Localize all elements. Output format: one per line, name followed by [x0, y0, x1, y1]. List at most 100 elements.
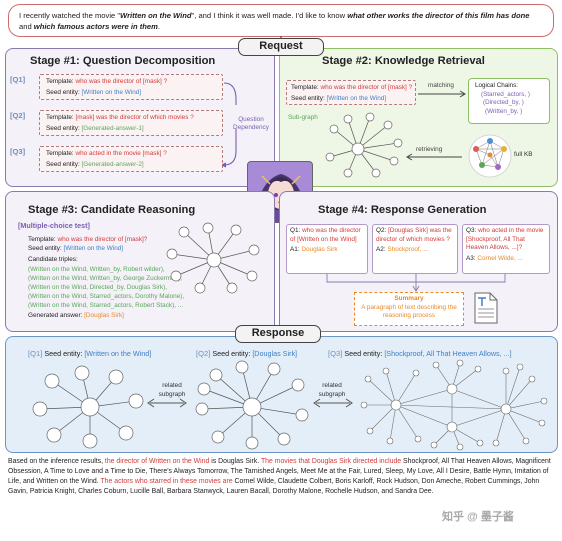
- query-subquestion-1: what other works the director of this fi…: [347, 11, 530, 20]
- answer-highlight: the director of Written on the Wind: [104, 458, 210, 465]
- stage1-q2-seed: [Generated-answer-1]: [81, 125, 144, 133]
- template-label: Template:: [46, 78, 76, 85]
- candidate-triple: (Written on the Wind, Starred_actors, Do…: [28, 293, 185, 301]
- generated-answer-label: Generated answer:: [28, 311, 85, 319]
- step-question: who acted in the movie [Shockproof, All …: [466, 227, 544, 252]
- step-question: [Douglas Sirk] was the director of which…: [376, 227, 452, 243]
- seed-label: Seed entity:: [210, 349, 253, 358]
- stage1-title: Stage #1: Question Decomposition: [30, 55, 216, 67]
- seed-label: Seed entity:: [28, 245, 64, 253]
- query-text-1: I recently watched the movie ": [19, 11, 121, 20]
- related-arrow-2-icon: [313, 398, 353, 408]
- subgraph-icon: [325, 112, 403, 178]
- stage2-seed: [Written on the Wind]: [326, 95, 387, 103]
- related-label: related: [322, 382, 342, 389]
- generated-answer: [Douglas Sirk]: [84, 311, 124, 319]
- stage2-panel: Stage #2: Knowledge Retrieval Template: …: [279, 48, 558, 187]
- stage1-q1-box: Template: who was the director of [mask]…: [39, 74, 223, 100]
- logical-chain-item: (Written_by, ): [485, 107, 523, 115]
- step-a-label: A1:: [290, 246, 302, 254]
- candidate-triple: (Written on the Wind, Starred_actors, Ro…: [28, 302, 184, 310]
- seed-label: Seed entity:: [46, 89, 82, 97]
- stage4-step-3: Q3: who acted in the movie [Shockproof, …: [462, 224, 550, 274]
- logical-chains-title: Logical Chains:: [475, 82, 519, 89]
- response-subgraph-1: [32, 365, 144, 449]
- step-q-label: Q1:: [290, 227, 303, 234]
- answer-highlight: The movies that Douglas Sirk directed in…: [260, 458, 402, 465]
- stage3-title: Stage #3: Candidate Reasoning: [28, 204, 196, 216]
- question-dependency-label: Question Dependency: [233, 116, 269, 131]
- step-a-label: A2:: [376, 246, 388, 254]
- step-q-label: Q2:: [376, 227, 389, 234]
- template-label: Template:: [291, 84, 321, 91]
- stage1-q1-tag: [Q1]: [10, 75, 26, 84]
- stage3-seed: [Written on the Wind]: [63, 245, 124, 253]
- logical-chains-box: Logical Chains: (Starred_actors, ) (Dire…: [468, 78, 550, 124]
- query-text-4: .: [157, 22, 160, 31]
- query-movie: Written on the Wind: [120, 11, 192, 20]
- seed-label: Seed entity:: [291, 95, 327, 103]
- seed-label: Seed entity:: [46, 161, 82, 169]
- document-icon: [474, 292, 498, 324]
- step-answer: Shockproof, ...: [387, 246, 429, 254]
- candidate-triples-label: Candidate triples:: [28, 256, 78, 264]
- request-label: Request: [238, 38, 324, 56]
- response-seed-q1: [Q1] Seed entity: [Written on the Wind]: [28, 349, 151, 358]
- response-seed-value: [Written on the Wind]: [84, 349, 152, 358]
- matching-arrow-icon: [418, 90, 466, 98]
- retrieving-label: retrieving: [416, 146, 443, 153]
- matching-label: matching: [428, 82, 454, 89]
- answer-text: Shockproof, All That Heaven Allows, Magn…: [8, 458, 551, 485]
- stage1-q1-seed: [Written on the Wind]: [81, 89, 142, 97]
- candidate-triple: (Written on the Wind, Written_by, Robert…: [28, 265, 165, 273]
- stage2-template: who was the director of [mask] ?: [320, 84, 413, 91]
- logical-chain-item: (Starred_actors, ): [481, 90, 530, 98]
- candidate-graph-icon: [166, 222, 260, 294]
- related-subgraph-label-2: related subgraph: [312, 381, 352, 399]
- multiple-choice-label: [Multiple-choice test]: [18, 221, 90, 230]
- summary-box: Summary A paragraph of text describing t…: [354, 292, 464, 326]
- subgraph-label: Sub-graph: [288, 114, 318, 121]
- answer-text: Cornel Wilde, Claudette Colbert, Boris K…: [8, 478, 540, 495]
- response-q-tag: [Q3]: [328, 349, 343, 358]
- response-subgraph-3: [360, 359, 548, 451]
- answer-highlight: The actors who starred in these movies a…: [100, 478, 233, 485]
- stage4-title: Stage #4: Response Generation: [318, 204, 487, 216]
- stage1-q3-template: who acted in the movie [mask] ?: [75, 150, 167, 157]
- summary-title: Summary: [394, 295, 424, 302]
- stage1-q3-box: Template: who acted in the movie [mask] …: [39, 146, 223, 172]
- response-seed-q3: [Q3] Seed entity: [Shockproof, All That …: [328, 349, 512, 358]
- query-text-2: ", and I think it was well made. I'd lik…: [191, 11, 348, 20]
- response-seed-value: [Douglas Sirk]: [252, 349, 298, 358]
- seed-label: Seed entity:: [42, 349, 85, 358]
- answer-text: is Douglas Sirk.: [209, 458, 261, 465]
- stage1-q2-tag: [Q2]: [10, 111, 26, 120]
- response-panel: [Q1] Seed entity: [Written on the Wind] …: [5, 336, 558, 453]
- stage4-panel: Stage #4: Response Generation Q1: who wa…: [279, 191, 558, 332]
- response-seed-value: [Shockproof, All That Heaven Allows, ...…: [384, 349, 512, 358]
- stage1-q2-box: Template: [mask] was the director of whi…: [39, 110, 223, 136]
- retrieving-arrow-icon: [406, 153, 462, 161]
- step-a-label: A3:: [466, 254, 478, 262]
- step-q-label: Q3:: [466, 227, 479, 234]
- related-label: related: [162, 382, 182, 389]
- response-q-tag: [Q2]: [196, 349, 211, 358]
- candidate-triple: (Written on the Wind, Directed_by, Dougl…: [28, 284, 167, 292]
- logical-chain-item: (Directed_by, ): [483, 99, 524, 107]
- stage1-q3-seed: [Generated-answer-2]: [81, 161, 144, 169]
- related-subgraph-label-1: related subgraph: [152, 381, 192, 399]
- query-text-3: and: [19, 22, 34, 31]
- response-seed-q2: [Q2] Seed entity: [Douglas Sirk]: [196, 349, 297, 358]
- step-answer: Douglas Sirk: [301, 246, 338, 254]
- step-question: who was the director of [Written on the …: [290, 227, 361, 243]
- stage4-step-1: Q1: who was the director of [Written on …: [286, 224, 368, 274]
- stage1-q3-tag: [Q3]: [10, 147, 26, 156]
- stage1-q1-template: who was the director of [mask] ?: [75, 78, 168, 85]
- step-answer: Cornel Wilde, ...: [477, 254, 523, 262]
- seed-label: Seed entity:: [46, 125, 82, 133]
- watermark: 知乎 @ 墨子酱: [442, 511, 514, 523]
- subgraph-label-2: subgraph: [318, 391, 346, 398]
- user-query-bubble: I recently watched the movie "Written on…: [8, 4, 554, 37]
- summary-text: A paragraph of text describing the reaso…: [361, 303, 457, 320]
- seed-label: Seed entity:: [342, 349, 385, 358]
